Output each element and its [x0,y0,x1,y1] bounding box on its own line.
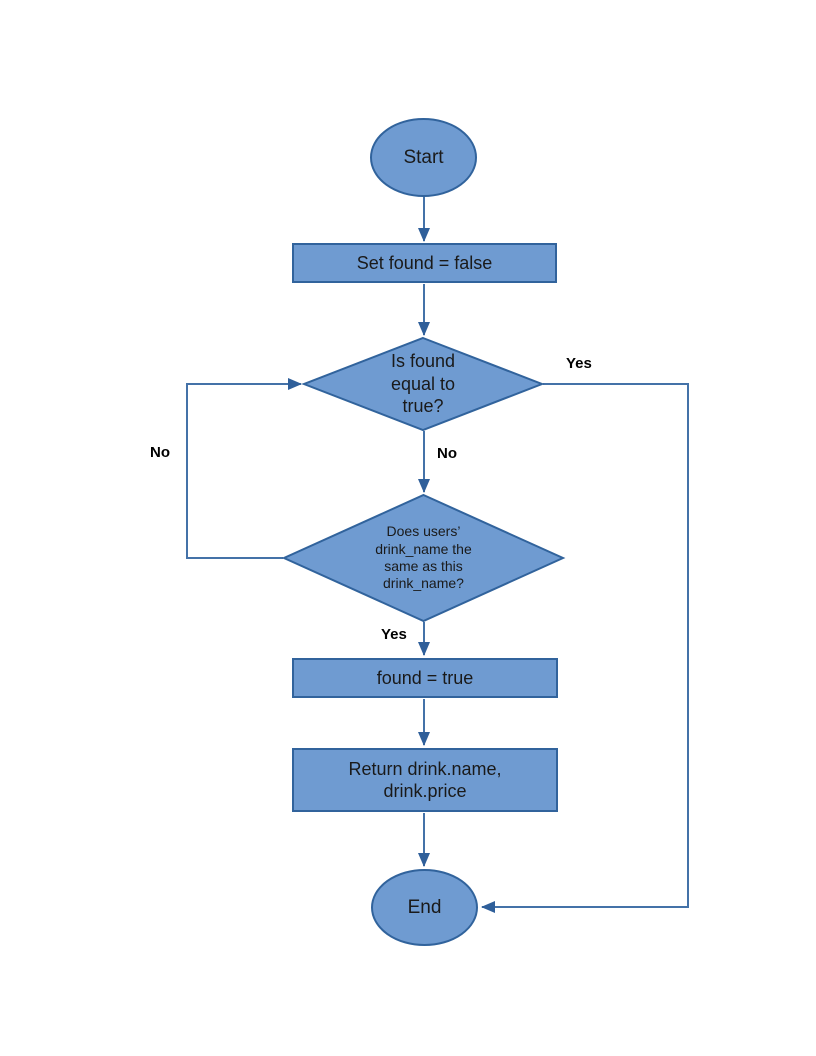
process-shape [292,748,558,812]
edge-drinkmatch-no-to-isfound [186,378,302,559]
edge-label-drink-match-yes: Yes [381,626,407,643]
is-found-decision-node: Is found equal to true? [301,336,545,432]
terminator-shape [370,118,477,197]
process-shape [292,243,557,283]
end-node: End [371,869,478,946]
drink-match-label: Does users’ drink_name the same as this … [375,523,472,592]
found-true-node: found = true [292,658,558,698]
is-found-label: Is found equal to true? [390,350,456,417]
edge-label-is-found-yes: Yes [566,355,592,372]
drink-match-decision-node: Does users’ drink_name the same as this … [281,493,566,623]
process-shape [292,658,558,698]
start-node: Start [370,118,477,197]
edge-label-is-found-no: No [437,445,457,462]
return-drink-node: Return drink.name, drink.price [292,748,558,812]
set-found-label: Set found = false [356,252,493,273]
edge-isfound-yes-to-end [481,383,689,913]
found-true-label: found = true [376,667,474,688]
set-found-node: Set found = false [292,243,557,283]
start-label: Start [403,146,444,168]
edge-label-drink-match-no: No [150,444,170,461]
end-label: End [407,896,442,918]
decision-shape [301,336,545,432]
return-drink-label: Return drink.name, drink.price [348,758,502,802]
terminator-shape [371,869,478,946]
decision-shape [281,493,566,623]
